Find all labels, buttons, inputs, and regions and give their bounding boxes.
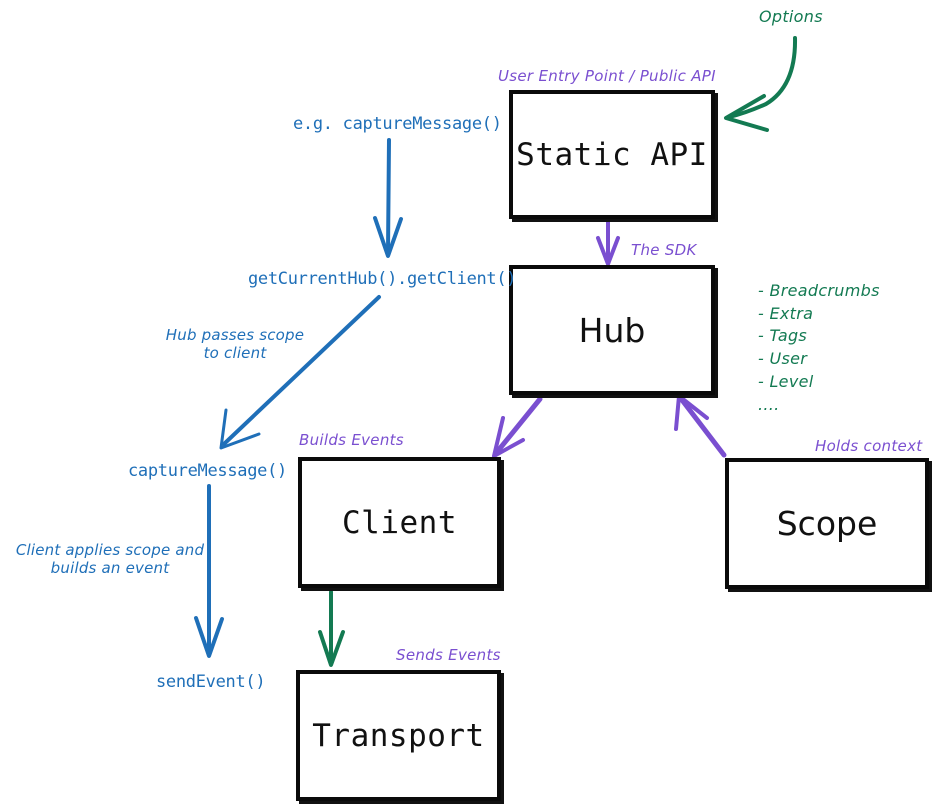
node-transport-label: Transport xyxy=(312,717,485,754)
annotation-the-sdk: The SDK xyxy=(631,241,697,259)
annotation-capture-message: captureMessage() xyxy=(128,461,287,481)
annotation-holds-context: Holds context xyxy=(815,437,923,455)
annotation-eg-capture-message: e.g. captureMessage() xyxy=(293,114,502,134)
context-item: - Level xyxy=(758,371,814,391)
edge-hub-to-client xyxy=(492,396,543,458)
edge-entry-to-getclient xyxy=(373,138,403,258)
annotation-builds-events: Builds Events xyxy=(299,431,404,449)
context-item-list: - Breadcrumbs - Extra - Tags - User - Le… xyxy=(758,280,880,416)
node-hub[interactable]: Hub xyxy=(509,265,715,395)
context-item: - User xyxy=(758,349,808,369)
context-item: - Breadcrumbs xyxy=(758,281,880,300)
annotation-sends-events: Sends Events xyxy=(396,646,501,664)
edge-getclient-to-capture xyxy=(219,295,381,450)
node-client-label: Client xyxy=(342,504,457,541)
annotation-hub-passes-scope: Hub passes scope to client xyxy=(165,326,305,362)
edge-client-to-transport xyxy=(318,590,345,667)
context-item: - Extra xyxy=(758,303,814,323)
edge-static-api-to-hub xyxy=(596,219,620,266)
node-client[interactable]: Client xyxy=(298,457,501,588)
context-item: .... xyxy=(758,394,780,414)
node-scope[interactable]: Scope xyxy=(725,458,929,589)
annotation-options: Options xyxy=(759,7,823,26)
edge-options-to-static-api xyxy=(724,36,798,132)
annotation-client-applies-scope: Client applies scope and builds an event xyxy=(15,541,205,577)
annotation-send-event: sendEvent() xyxy=(156,672,266,692)
node-scope-label: Scope xyxy=(776,504,878,543)
node-static-api[interactable]: Static API xyxy=(509,90,715,219)
annotation-user-entry-point: User Entry Point / Public API xyxy=(498,67,716,85)
context-item: - Tags xyxy=(758,326,808,346)
edge-scope-to-hub xyxy=(674,394,727,458)
node-transport[interactable]: Transport xyxy=(296,670,501,801)
annotation-get-current-hub: getCurrentHub().getClient() xyxy=(248,269,517,289)
node-static-api-label: Static API xyxy=(516,136,708,173)
node-hub-label: Hub xyxy=(578,310,646,350)
